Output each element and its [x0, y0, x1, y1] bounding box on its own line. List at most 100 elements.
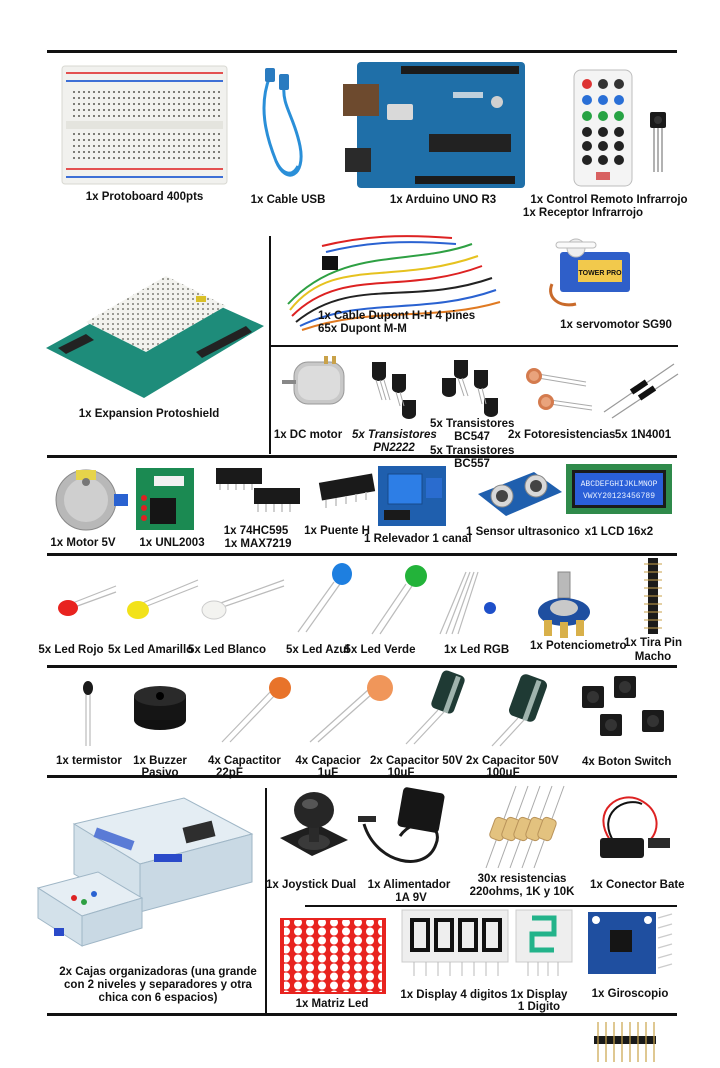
display-1-digit-image [515, 909, 573, 976]
ultrasonic-sensor-image [478, 472, 562, 516]
ultrasonic-label: 1 Sensor ultrasonico [466, 526, 580, 538]
dupont-cables-image [287, 235, 501, 331]
led-yellow-image [127, 579, 199, 619]
divider [47, 50, 677, 53]
divider [47, 1013, 677, 1016]
divider [47, 553, 677, 556]
h-bridge-label: 1x Puente H [304, 525, 370, 537]
bc557-model: BC557 [454, 458, 490, 470]
protoshield-label: 1x Expansion Protoshield [78, 408, 220, 420]
led-green-label: 5x Led Verde [344, 644, 416, 656]
pn2222-model: PN2222 [373, 442, 415, 454]
divider [47, 665, 677, 668]
bc557-label: 5x Transistores [430, 445, 515, 457]
dupont-mm-label: 65x Dupont M-M [318, 323, 407, 335]
pin-header-strip-image [594, 1022, 656, 1062]
lcd-image: ABCDEFGHIJKLMNOP VWXY20123456789 [566, 464, 672, 514]
battery-connector-image [600, 796, 670, 858]
led-green-image [371, 565, 427, 635]
power-adapter-image [358, 787, 445, 863]
capacitor-1uf-image [309, 675, 393, 743]
uln2003-label: 1x UNL2003 [139, 537, 205, 549]
resistors-label: 30x resistencias [477, 873, 567, 885]
power-adapter-label: 1x Alimentador [367, 879, 451, 891]
organizer-boxes-image [36, 797, 254, 947]
divider [269, 236, 271, 454]
transistor-bc547-image [442, 360, 498, 417]
relay-label: 1 Relevador 1 canal [364, 533, 472, 545]
protoboard-image [61, 65, 228, 185]
usb-label: 1x Cable USB [250, 194, 326, 206]
servo-image: TOWER PRO [549, 238, 630, 307]
gyroscope-label: 1x Giroscopio [591, 988, 669, 1000]
ir-receiver-label: 1x Receptor Infrarrojo [522, 207, 644, 219]
capacitor-22pf-label: 4x Capactitor [208, 755, 281, 767]
buzzer-image [134, 686, 186, 730]
display-4-digit-image [401, 909, 509, 976]
dupont-hh-label: 1x Cable Dupont H-H 4 pines [318, 310, 476, 322]
capacitor-100uf-label: 2x Capacitor 50V [466, 755, 559, 767]
power-adapter-rating: 1A 9V [395, 892, 427, 904]
led-rgb-image [439, 571, 496, 635]
arduino-board-image [343, 62, 525, 188]
thermistor-image [83, 681, 93, 746]
capacitor-1uf-value: 1uF [317, 767, 339, 779]
capacitor-10uf-label: 2x Capacitor 50V [370, 755, 463, 767]
arduino-label: 1x Arduino UNO R3 [389, 194, 497, 206]
boxes-label-2: con 2 niveles y separadores y otra [64, 979, 252, 991]
h-bridge-image [318, 473, 376, 508]
remote-label: 1x Control Remoto Infrarrojo [530, 194, 688, 206]
ic-74hc595-label: 1x 74HC595 [223, 525, 289, 537]
led-rgb-label: 1x Led RGB [444, 644, 510, 656]
led-red-label: 5x Led Rojo [38, 644, 104, 656]
divider [265, 788, 267, 1013]
led-blue-image [297, 563, 352, 633]
pin-header-image [644, 558, 662, 634]
uln2003-image [136, 468, 194, 530]
led-yellow-label: 5x Led Amarillo [108, 644, 194, 656]
buzzer-type: Pasivo [141, 767, 179, 779]
potentiometer-label: 1x Potenciometro [530, 640, 627, 652]
capacitor-10uf-value: 10uF [387, 767, 415, 779]
led-white-image [201, 579, 285, 620]
protoboard-label: 1x Protoboard 400pts [85, 191, 204, 203]
led-matrix-label: 1x Matriz Led [295, 998, 369, 1010]
bc547-model: BC547 [454, 431, 490, 443]
push-button-label: 4x Boton Switch [582, 756, 672, 768]
photoresistor-image [526, 368, 593, 411]
bc547-label: 5x Transistores [430, 418, 515, 430]
display-1-digit-type: 1 Digito [517, 1001, 561, 1013]
buzzer-label: 1x Buzzer [133, 755, 187, 767]
thermistor-label: 1x termistor [56, 755, 122, 767]
capacitor-1uf-label: 4x Capacior [295, 755, 361, 767]
pin-header-type: Macho [634, 651, 672, 663]
servo-brand-text: TOWER PRO [578, 270, 622, 277]
dc-motor-image [282, 356, 345, 405]
ic-max7219-label: 1x MAX7219 [224, 538, 292, 550]
pin-header-label: 1x Tira Pin [624, 637, 682, 649]
resistors-values: 220ohms, 1K y 10K [469, 886, 575, 898]
divider [47, 775, 677, 778]
pn2222-label: 5x Transistores [352, 429, 437, 441]
capacitor-22pf-value: 22pF [216, 767, 243, 779]
boxes-label-1: 2x Cajas organizadoras (una grande [59, 966, 257, 978]
servo-label: 1x servomotor SG90 [560, 319, 672, 331]
diode-image [603, 363, 679, 419]
dc-motor-label: 1x DC motor [273, 429, 343, 441]
diode-label: 5x 1N4001 [614, 429, 672, 441]
capacitor-100uf-value: 100uF [486, 767, 520, 779]
transistor-pn2222-image [372, 362, 416, 419]
led-white-label: 5x Led Blanco [188, 644, 266, 656]
photoresistor-label: 2x Fotoresistencias [508, 429, 616, 441]
led-matrix-image [280, 918, 386, 994]
lcd-line1-text: ABCDEFGHIJKLMNOP [581, 480, 658, 489]
divider [305, 905, 677, 907]
divider [270, 345, 678, 347]
remote-control-image [573, 69, 633, 187]
battery-connector-label: 1x Conector Bate [590, 879, 685, 891]
led-red-image [58, 585, 117, 616]
capacitor-100uf-image [491, 674, 547, 747]
push-button-image [582, 676, 664, 736]
joystick-label: 1x Joystick Dual [266, 879, 357, 891]
stepper-motor-image [55, 469, 128, 531]
